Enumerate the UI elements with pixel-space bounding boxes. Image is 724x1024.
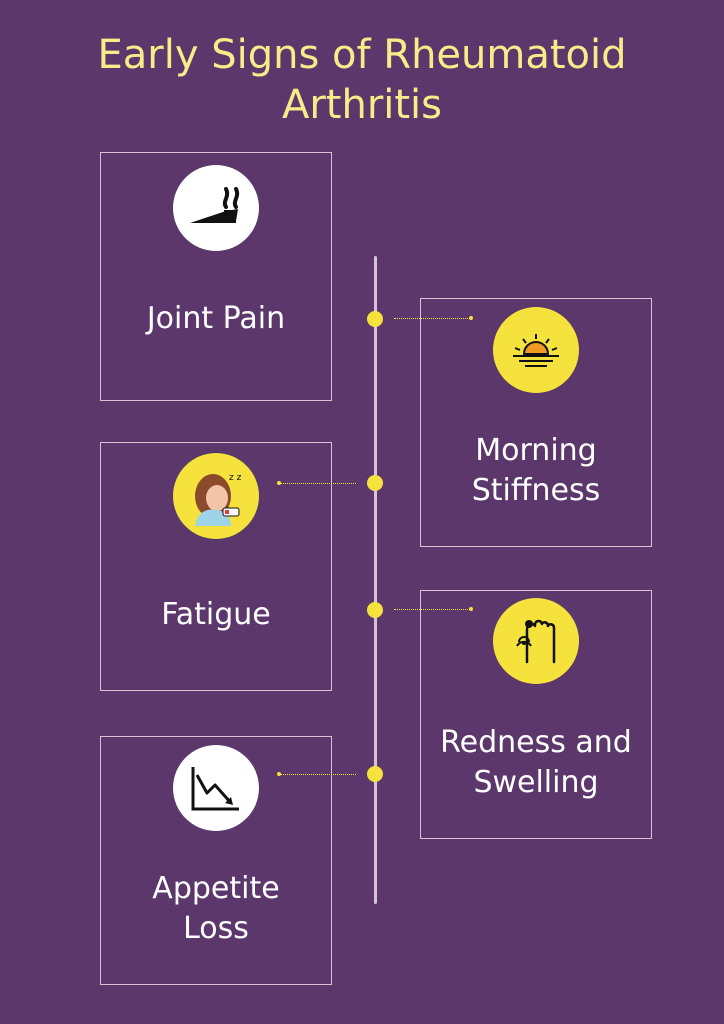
timeline-dot bbox=[367, 766, 383, 782]
sign-card-redness-swelling: Redness and Swelling bbox=[420, 590, 652, 839]
swollen-finger-icon bbox=[493, 598, 579, 684]
page-title: Early Signs of Rheumatoid Arthritis bbox=[97, 32, 627, 128]
svg-text:z z: z z bbox=[229, 473, 242, 483]
sign-label: Morning Stiffness bbox=[421, 431, 651, 511]
sign-card-appetite-loss: Appetite Loss bbox=[100, 736, 332, 985]
sign-label-text: Morning Stiffness bbox=[471, 433, 601, 508]
sign-label: Redness and Swelling bbox=[421, 723, 651, 803]
connector-end bbox=[277, 772, 281, 776]
sign-label: Appetite Loss bbox=[101, 869, 331, 949]
sunrise-icon bbox=[493, 307, 579, 393]
connector-line bbox=[394, 318, 470, 319]
tired-woman-icon: z z bbox=[173, 453, 259, 539]
decline-chart-icon bbox=[173, 745, 259, 831]
timeline-dot bbox=[367, 475, 383, 491]
timeline-dot bbox=[367, 602, 383, 618]
connector-line bbox=[394, 609, 470, 610]
sign-label: Fatigue bbox=[161, 597, 271, 632]
timeline-dot bbox=[367, 311, 383, 327]
sign-card-joint-pain: Joint Pain bbox=[100, 152, 332, 401]
sign-label-text: Redness and Swelling bbox=[440, 725, 632, 800]
connector-line bbox=[280, 774, 356, 775]
sign-label-text: Appetite Loss bbox=[152, 871, 280, 946]
sign-card-morning-stiffness: Morning Stiffness bbox=[420, 298, 652, 547]
joint-pain-icon bbox=[173, 165, 259, 251]
timeline-line bbox=[374, 256, 377, 904]
connector-end bbox=[277, 481, 281, 485]
sign-label: Joint Pain bbox=[146, 301, 286, 336]
connector-line bbox=[280, 483, 356, 484]
connector-end bbox=[469, 607, 473, 611]
sign-card-fatigue: z z Fatigue bbox=[100, 442, 332, 691]
connector-end bbox=[469, 316, 473, 320]
